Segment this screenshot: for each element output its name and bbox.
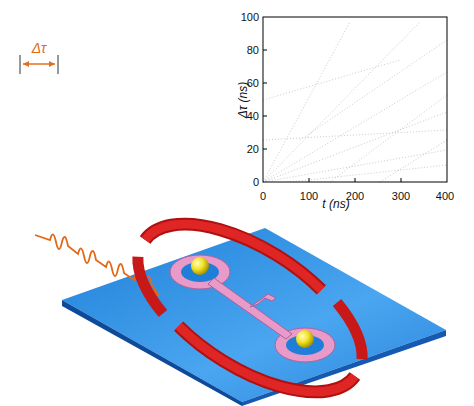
axis-title: t (ns) bbox=[322, 198, 349, 210]
field-ribbon bbox=[116, 198, 384, 406]
delay-label: Δτ bbox=[32, 41, 47, 55]
tick-label: 100 bbox=[300, 191, 318, 202]
tick-label: 0 bbox=[260, 191, 266, 202]
tick-label: 400 bbox=[436, 191, 454, 202]
plot bbox=[263, 17, 447, 182]
tick-label: 80 bbox=[247, 45, 259, 56]
delay-marker bbox=[20, 55, 58, 74]
tick-label: 0 bbox=[253, 177, 259, 188]
field-ribbon bbox=[145, 190, 324, 335]
tick-label: 300 bbox=[392, 191, 410, 202]
tick-label: 100 bbox=[241, 12, 259, 23]
axis-title: Δτ (ns) bbox=[237, 82, 249, 119]
tick-label: 20 bbox=[247, 144, 259, 155]
